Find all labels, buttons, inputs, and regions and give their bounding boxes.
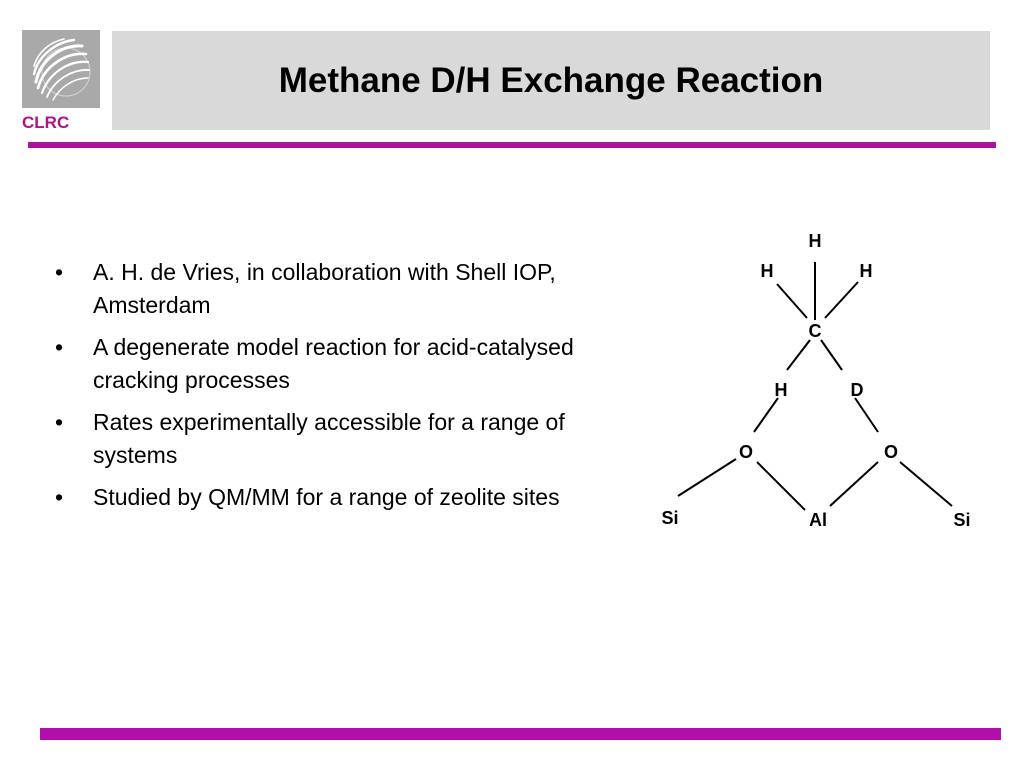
bond-o-si-left <box>677 458 737 497</box>
bond-lines <box>677 262 953 511</box>
logo-wordmark: CLRC <box>22 113 70 132</box>
top-divider <box>28 142 996 148</box>
bullet-text: A degenerate model reaction for acid-cat… <box>93 334 574 393</box>
atom-h-left: H <box>761 261 774 281</box>
bond-o-al-left <box>756 461 806 511</box>
atom-o-right: O <box>884 442 898 462</box>
bond-c-h-bridge <box>786 339 811 371</box>
bullet-item: • A. H. de Vries, in collaboration with … <box>55 256 585 322</box>
clrc-logo: CLRC <box>22 30 102 132</box>
atom-al: Al <box>809 510 827 530</box>
bond-h-left-c <box>776 283 808 319</box>
bottom-divider <box>40 728 1001 740</box>
bond-c-d-bridge <box>820 339 843 371</box>
atom-o-left: O <box>739 442 753 462</box>
bond-o-al-right <box>829 461 879 507</box>
bullet-item: • A degenerate model reaction for acid-c… <box>55 331 585 397</box>
bullet-text: A. H. de Vries, in collaboration with Sh… <box>93 259 556 318</box>
logo-emblem <box>22 30 100 108</box>
methane-exchange-diagram: H H H C H D O O Si Al Si <box>661 231 970 530</box>
bond-d-o-right <box>854 397 879 433</box>
slide-title: Methane D/H Exchange Reaction <box>278 60 824 100</box>
bullet-text: Rates experimentally accessible for a ra… <box>93 409 565 468</box>
bullet-list: • A. H. de Vries, in collaboration with … <box>55 256 585 523</box>
atom-si-left: Si <box>661 508 678 528</box>
bullet-dot: • <box>55 259 64 285</box>
atom-h-right: H <box>860 261 873 281</box>
atom-h-top: H <box>809 231 822 251</box>
bullet-item: • Studied by QM/MM for a range of zeolit… <box>55 481 585 514</box>
bullet-text: Studied by QM/MM for a range of zeolite … <box>93 484 560 510</box>
bond-h-right-c <box>824 281 859 319</box>
bullet-dot: • <box>55 334 64 360</box>
atom-carbon: C <box>809 321 822 341</box>
globe-swirl-icon <box>32 38 91 101</box>
atom-si-right: Si <box>953 510 970 530</box>
bullet-dot: • <box>55 484 64 510</box>
bullet-item: • Rates experimentally accessible for a … <box>55 406 585 472</box>
atom-h-bridge: H <box>775 380 788 400</box>
atom-d-bridge: D <box>851 380 864 400</box>
bullet-dot: • <box>55 409 64 435</box>
bond-o-si-right <box>899 461 953 507</box>
title-bar: Methane D/H Exchange Reaction <box>112 31 990 130</box>
bond-h-o-left <box>753 397 779 433</box>
